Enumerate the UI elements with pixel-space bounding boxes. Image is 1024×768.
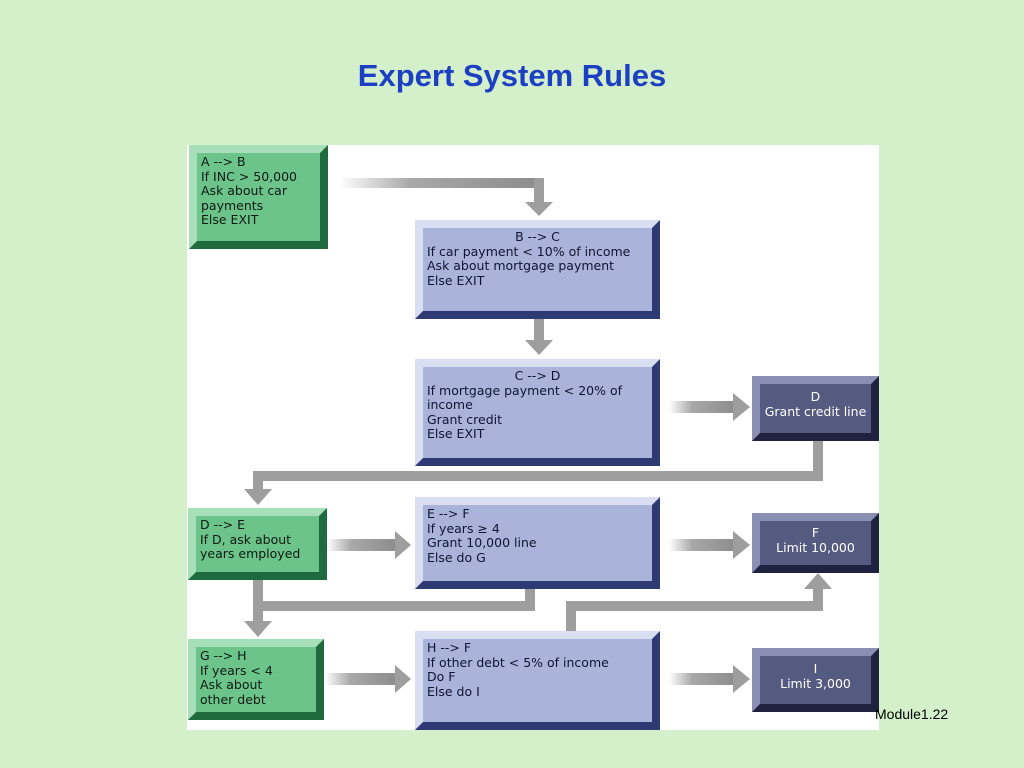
rule-h-line: If other debt < 5% of income [427, 654, 609, 670]
rule-h-line: H --> F [427, 640, 472, 655]
rule-c-line: C --> D [514, 368, 561, 383]
rule-d-line: D --> E [200, 517, 245, 532]
rule-h-line: Else do I [427, 683, 480, 699]
arrow-dout-drop [253, 471, 263, 491]
rule-g-line: G --> H [200, 648, 247, 663]
result-d-box: D Grant credit line [752, 376, 879, 441]
rule-c-box: C --> D If mortgage payment < 20% of inc… [415, 359, 660, 466]
rule-d-line: If D, ask about [200, 531, 292, 547]
arrow-b-to-c-head [525, 340, 553, 355]
arrow-d-to-g-head [244, 621, 272, 637]
rule-a-line: payments [201, 197, 264, 213]
arrow-d-to-g-shaft [253, 579, 263, 623]
arrow-e-else-across [255, 601, 535, 611]
flowchart-panel: A --> B If INC > 50,000 Ask about car pa… [187, 145, 879, 730]
arrow-c-to-d-shaft [669, 401, 735, 413]
arrow-dout-across [253, 471, 823, 481]
arrow-e-to-f-shaft [669, 539, 735, 551]
rule-b-line: Ask about mortgage payment [427, 258, 615, 274]
arrow-c-to-d-head [733, 393, 750, 421]
arrow-d-to-e-head [395, 531, 411, 559]
result-i-box: I Limit 3,000 [752, 648, 879, 712]
connector-arrows [244, 178, 832, 693]
rule-a-line: If INC > 50,000 [201, 168, 297, 184]
rule-a-line: Ask about car [201, 183, 287, 199]
arrow-a-to-b-drop [534, 178, 544, 204]
rule-g-line: If years < 4 [200, 662, 273, 678]
rule-e-box: E --> F If years ≥ 4 Grant 10,000 line E… [415, 497, 660, 589]
rule-d-line: years employed [200, 546, 301, 562]
arrow-h-to-i-head [733, 665, 750, 693]
result-d-line: Grant credit line [764, 403, 867, 419]
rule-b-line: B --> C [515, 229, 560, 244]
rule-g-box: G --> H If years < 4 Ask about other deb… [188, 639, 324, 720]
result-i-line: Limit 3,000 [780, 675, 851, 691]
arrow-e-else-down [525, 589, 535, 611]
arrow-h-to-f-across [566, 601, 823, 611]
rule-a-line: A --> B [201, 154, 246, 169]
rule-c-line: income [427, 397, 473, 413]
arrow-a-to-b-head [525, 202, 553, 216]
arrow-h-to-f-rise [813, 587, 823, 611]
arrow-h-to-f-head [804, 573, 832, 589]
rule-h-line: Do F [427, 669, 456, 685]
arrow-dout-down [813, 441, 823, 479]
arrow-g-to-h-shaft [325, 673, 397, 685]
result-f-box: F Limit 10,000 [752, 513, 879, 573]
slide-title: Expert System Rules [357, 58, 667, 93]
rule-c-line: Else EXIT [427, 426, 485, 442]
arrow-d-to-e-shaft [327, 539, 397, 551]
rule-e-line: Else do G [427, 549, 486, 565]
arrow-b-to-c-shaft [534, 318, 544, 342]
result-d-line: D [810, 389, 821, 404]
rule-e-line: If years ≥ 4 [427, 520, 500, 536]
rule-b-line: If car payment < 10% of income [427, 243, 631, 259]
rule-b-box: B --> C If car payment < 10% of income A… [415, 220, 660, 319]
rule-a-box: A --> B If INC > 50,000 Ask about car pa… [189, 145, 328, 249]
result-f-line: Limit 10,000 [776, 539, 855, 555]
arrow-a-to-b-shaft [339, 178, 544, 188]
arrow-g-to-h-head [395, 665, 411, 693]
arrow-h-to-i-shaft [669, 673, 735, 685]
rule-h-box: H --> F If other debt < 5% of income Do … [415, 631, 660, 730]
result-i-line: I [813, 661, 818, 676]
rule-c-line: Grant credit [427, 411, 503, 427]
arrow-dout-head [244, 489, 272, 505]
rule-a-line: Else EXIT [201, 212, 259, 228]
rule-e-line: E --> F [427, 506, 470, 521]
rule-d-box: D --> E If D, ask about years employed [188, 508, 327, 580]
rule-g-line: other debt [200, 691, 266, 707]
slide-footer: Module1.22 [875, 706, 949, 722]
rule-b-line: Else EXIT [427, 272, 485, 288]
arrow-h-to-f-up [566, 601, 576, 631]
rule-c-line: If mortgage payment < 20% of [427, 382, 623, 398]
rule-g-line: Ask about [200, 677, 263, 693]
arrow-e-to-f-head [733, 531, 750, 559]
result-f-line: F [811, 525, 820, 540]
rule-e-line: Grant 10,000 line [427, 535, 537, 551]
